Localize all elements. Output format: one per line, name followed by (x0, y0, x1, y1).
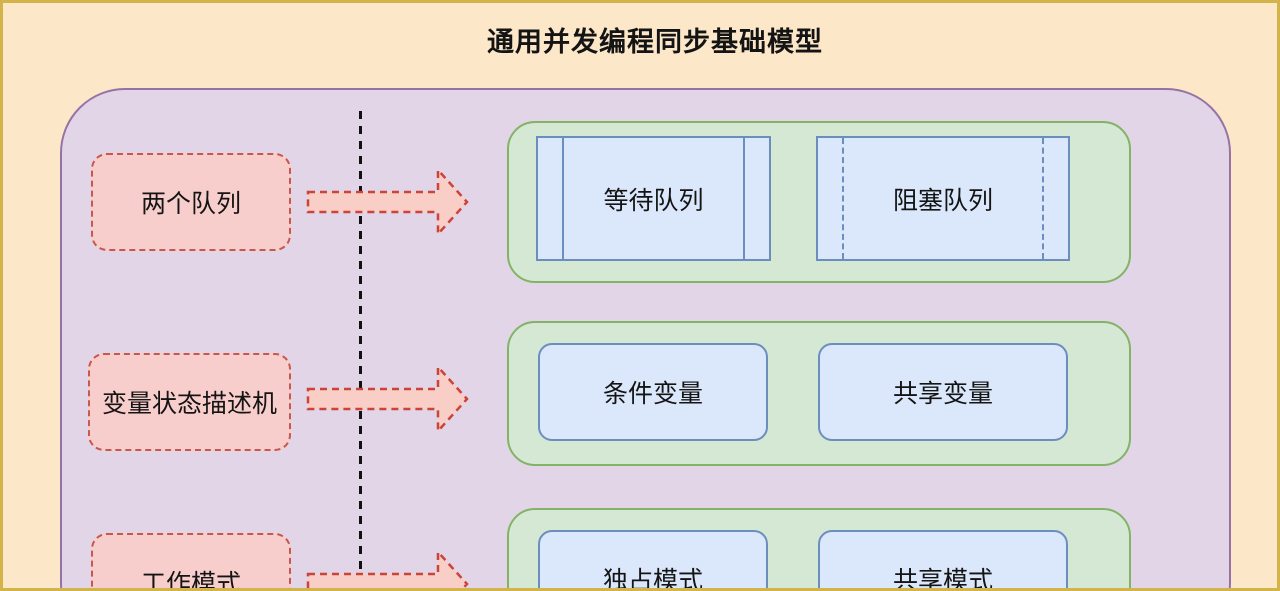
node-text: 独占模式 (602, 567, 703, 591)
node-text: 共享模式 (892, 567, 993, 591)
node-shared-mode: 共享模式 (818, 530, 1068, 591)
node-text: 条件变量 (602, 380, 703, 408)
queue-divider (842, 138, 844, 259)
node-text: 共享变量 (892, 380, 993, 408)
node-shared-variable: 共享变量 (818, 343, 1068, 441)
label-text: 工作模式 (140, 570, 241, 591)
queue-divider (1042, 138, 1044, 259)
node-condition-variable: 条件变量 (538, 343, 768, 441)
queue-divider (562, 138, 564, 259)
node-blocking-queue: 阻塞队列 (816, 136, 1070, 261)
node-text: 等待队列 (603, 186, 704, 215)
label-text: 变量状态描述机 (101, 390, 277, 418)
queue-divider (743, 138, 745, 259)
label-text: 两个队列 (140, 190, 241, 218)
label-state-machine: 变量状态描述机 (88, 353, 291, 451)
node-exclusive-mode: 独占模式 (538, 530, 768, 591)
vertical-dashed-line (359, 111, 362, 588)
node-text: 阻塞队列 (892, 186, 993, 215)
diagram-title: 通用并发编程同步基础模型 (487, 27, 823, 57)
arrow-right-icon (306, 548, 470, 588)
node-wait-queue: 等待队列 (536, 136, 771, 261)
label-two-queues: 两个队列 (91, 153, 291, 251)
arrow-right-icon (306, 363, 470, 435)
label-work-mode: 工作模式 (91, 533, 291, 591)
arrow-right-icon (306, 166, 470, 238)
